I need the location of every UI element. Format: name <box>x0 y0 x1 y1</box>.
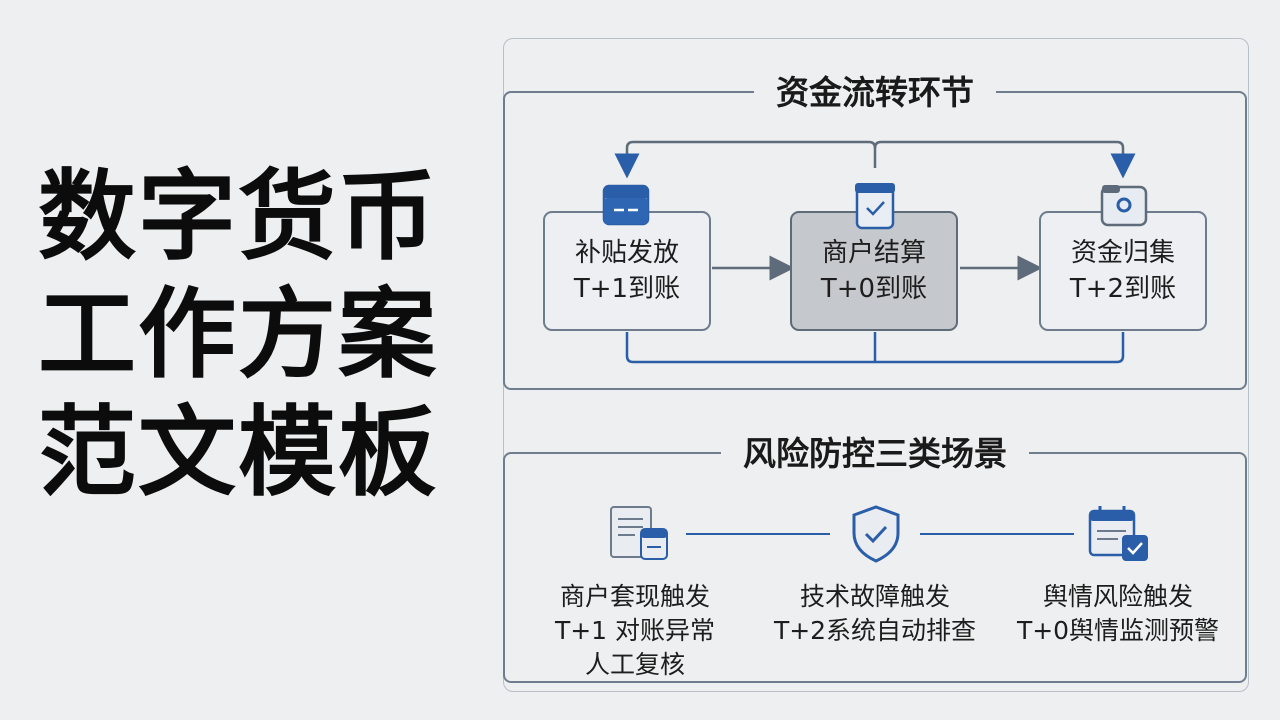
flow-node-subsidy-line2: T+1到账 <box>573 274 681 304</box>
flow-node-subsidy: 补贴发放 T+1到账 <box>543 211 711 331</box>
flow-node-merchant-line1: 商户结算 <box>821 238 926 268</box>
risk-scenario-technical-line1: 技术故障触发 <box>799 582 950 611</box>
flow-node-pooling-line1: 资金归集 <box>1070 238 1175 268</box>
top-connector-right <box>873 140 1136 179</box>
title-line-2: 工作方案 <box>38 278 439 392</box>
title-line-1: 数字货币 <box>38 160 439 274</box>
flow-node-merchant: 商户结算 T+0到账 <box>790 211 958 331</box>
flow-node-pooling: 资金归集 T+2到账 <box>1039 211 1207 331</box>
calendar-check-icon <box>1088 506 1148 561</box>
risk-control-section: 风险防控三类场景 <box>503 434 1247 683</box>
flow-node-pooling-line2: T+2到账 <box>1069 274 1177 304</box>
risk-scenario-public-opinion-line2: T+0舆情监测预警 <box>1016 616 1220 645</box>
risk-scenario-merchant: 商户套现触发 T+1 对账异常 人工复核 <box>535 580 735 682</box>
clipboard-check-icon <box>855 183 895 230</box>
folder-icon <box>1100 185 1148 227</box>
flow-node-subsidy-line1: 补贴发放 <box>574 238 679 268</box>
risk-scenario-technical: 技术故障触发 T+2系统自动排查 <box>760 580 990 648</box>
main-title: 数字货币 工作方案 范文模板 <box>38 158 458 512</box>
document-icon <box>610 506 668 560</box>
risk-control-heading: 风险防控三类场景 <box>505 426 1245 482</box>
title-line-3: 范文模板 <box>38 396 439 510</box>
risk-scenario-merchant-line3: 人工复核 <box>584 650 685 679</box>
risk-scenario-technical-line2: T+2系统自动排查 <box>773 616 977 645</box>
risk-scenario-public-opinion: 舆情风险触发 T+0舆情监测预警 <box>1000 580 1236 648</box>
shield-check-icon <box>852 505 900 563</box>
flow-node-merchant-line2: T+0到账 <box>820 274 928 304</box>
fund-flow-section: 资金流转环节 <box>503 73 1247 390</box>
top-connector-left <box>614 140 877 179</box>
fund-flow-heading: 资金流转环节 <box>505 65 1245 121</box>
risk-scenario-merchant-line1: 商户套现触发 <box>559 582 710 611</box>
risk-scenario-public-opinion-line1: 舆情风险触发 <box>1042 582 1193 611</box>
card-icon <box>602 184 650 226</box>
risk-scenario-merchant-line2: T+1 对账异常 <box>554 616 716 645</box>
